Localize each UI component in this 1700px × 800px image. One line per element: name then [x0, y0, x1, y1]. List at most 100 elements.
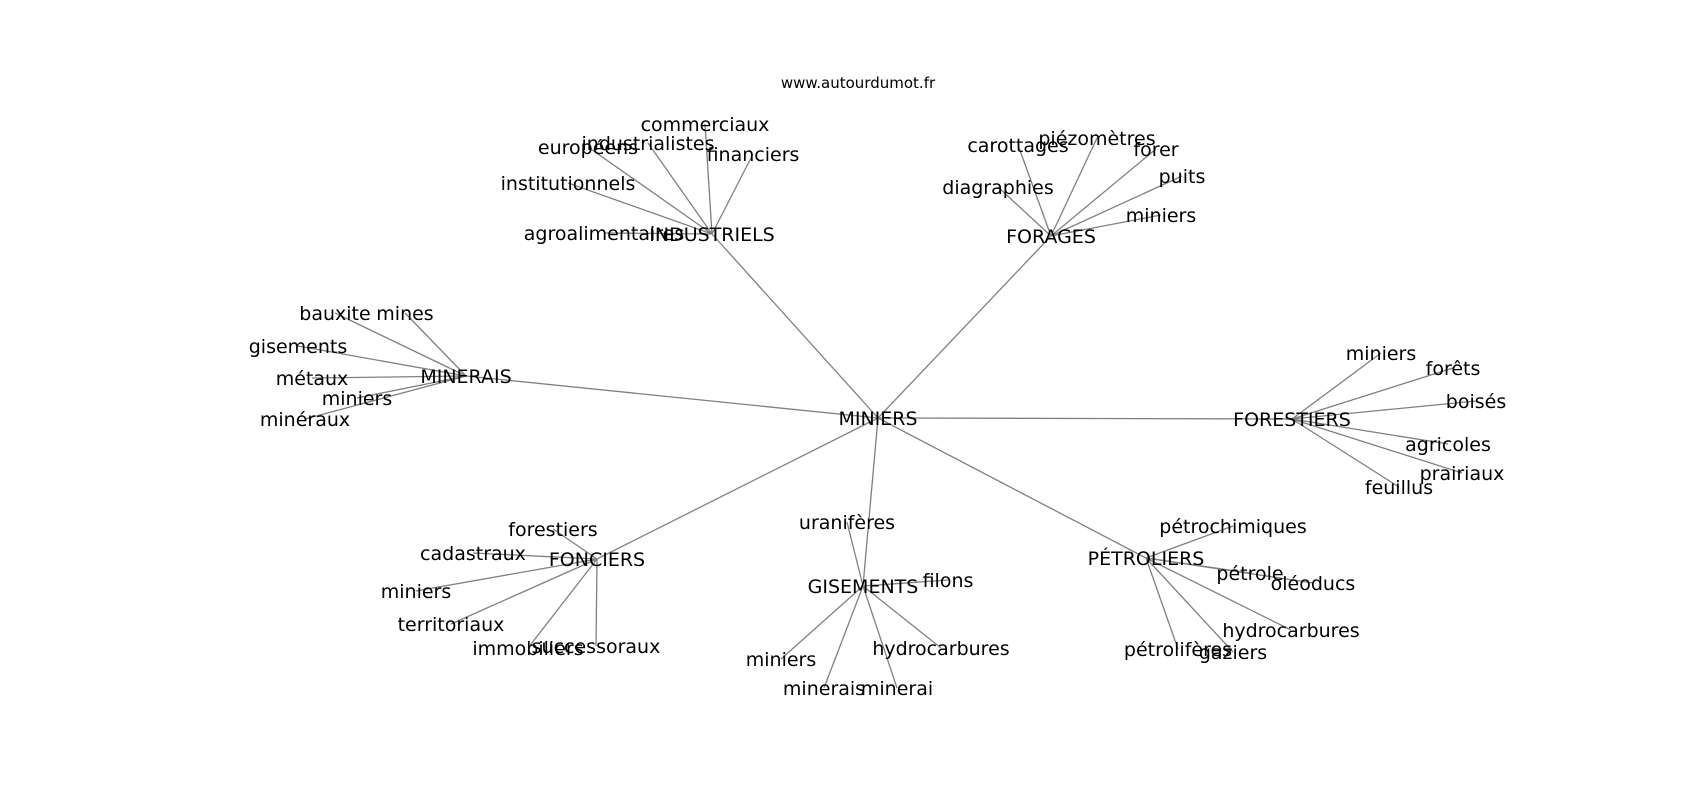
term-word: financiers [707, 144, 800, 166]
hub-word: MINERAIS [420, 366, 511, 388]
term-word: oléoducs [1271, 573, 1356, 595]
labels: www.autourdumot.fr MINIERS INDUSTRIELS co… [249, 74, 1506, 700]
hub-word: FONCIERS [549, 549, 645, 571]
edge-hub-term [862, 585, 942, 649]
term-word: puits [1159, 166, 1206, 188]
term-word: cadastraux [420, 543, 526, 565]
edge-hub-term [846, 521, 864, 587]
term-word: hydrocarbures [872, 638, 1009, 660]
edge-hub-term [1050, 148, 1157, 237]
term-word: miniers [1346, 343, 1417, 365]
edge-hub-term [567, 182, 713, 235]
edge-hub-term [1145, 557, 1234, 653]
term-word: métaux [276, 368, 349, 390]
term-word: pétrochimiques [1159, 516, 1306, 538]
edge-hub-term [527, 558, 598, 649]
term-word: hydrocarbures [1222, 620, 1359, 642]
edge-hub-term [1145, 525, 1234, 559]
edge-hub-term [472, 552, 598, 560]
edge-hub-term [862, 579, 949, 587]
edge-hub-term [587, 146, 713, 235]
term-word: pétrole [1216, 563, 1283, 585]
hub-word: FORAGES [1006, 226, 1096, 248]
term-word: commerciaux [641, 114, 770, 136]
edge-center-hub [711, 233, 879, 419]
edge-center-hub [877, 417, 1147, 559]
edge-hub-term [595, 558, 598, 647]
hub-word: INDUSTRIELS [649, 224, 774, 246]
edge-hub-term [1291, 400, 1477, 420]
edge-hub-term [862, 585, 898, 689]
term-word: minéraux [260, 409, 350, 431]
edge-hub-term [552, 528, 598, 560]
edge-hub-term [1017, 144, 1052, 237]
edge-hub-term [1050, 137, 1098, 237]
edge-hub-term [1291, 367, 1454, 420]
edge-hub-term [297, 345, 467, 377]
term-word: gaziers [1199, 642, 1267, 664]
edge-center-hub [465, 375, 879, 419]
edge-hub-term [1145, 557, 1179, 650]
term-word: industrialistes [582, 133, 715, 155]
term-word: territoriaux [398, 614, 505, 636]
edge-hub-term [704, 123, 713, 235]
edge-hub-term [1291, 418, 1463, 474]
term-word: uranifères [799, 512, 895, 534]
edge-hub-term [311, 375, 467, 379]
term-word: piézomètres [1038, 128, 1155, 150]
term-word: gisements [249, 336, 348, 358]
edges [297, 123, 1477, 689]
hub-word: PÉTROLIERS [1088, 547, 1205, 570]
edge-hub-term [1050, 175, 1183, 237]
term-word: minerai [861, 678, 933, 700]
term-word: immobiliers [472, 638, 583, 660]
edge-hub-term [404, 312, 467, 377]
term-word: minerais [783, 678, 865, 700]
edge-hub-term [356, 375, 467, 399]
edge-hub-term [415, 558, 598, 592]
term-word: successoraux [532, 636, 661, 658]
edge-hub-term [1050, 214, 1162, 237]
hub-word: GISEMENTS [808, 576, 919, 598]
edge-hub-term [1145, 557, 1314, 584]
center-word: MINIERS [838, 408, 917, 430]
edge-hub-term [780, 585, 864, 660]
edge-hub-term [603, 232, 713, 235]
term-word: carottages [967, 135, 1068, 157]
term-word: boisés [1446, 391, 1506, 413]
edge-hub-term [823, 585, 864, 689]
term-word: forestiers [508, 519, 597, 541]
edge-center-hub [877, 417, 1293, 420]
term-word: institutionnels [501, 173, 636, 195]
term-word: miniers [322, 388, 393, 410]
term-word: miniers [746, 649, 817, 671]
edge-hub-term [334, 312, 467, 377]
edge-hub-term [711, 153, 754, 235]
term-word: agroalimentaires [524, 223, 685, 245]
term-word: prairiaux [1420, 463, 1505, 485]
term-word: miniers [381, 581, 452, 603]
term-word: bauxite [299, 303, 370, 325]
edge-hub-term [1291, 418, 1400, 488]
term-word: diagraphies [942, 177, 1053, 199]
term-word: filons [923, 570, 974, 592]
term-word: forer [1133, 139, 1178, 161]
edge-hub-term [1291, 418, 1449, 445]
site-watermark: www.autourdumot.fr [781, 74, 936, 92]
edge-hub-term [1145, 557, 1292, 631]
term-word: européens [538, 137, 638, 159]
edge-hub-term [450, 558, 598, 625]
edge-center-hub [862, 417, 879, 587]
term-word: mines [376, 303, 433, 325]
hub-word: FORESTIERS [1233, 409, 1351, 431]
edge-hub-term [997, 186, 1052, 237]
term-word: agricoles [1405, 434, 1491, 456]
edge-center-hub [596, 417, 879, 560]
term-word: feuillus [1365, 477, 1433, 499]
term-word: pétrolifères [1124, 639, 1232, 661]
edge-hub-term [304, 375, 467, 420]
edge-hub-term [647, 142, 713, 235]
edge-hub-term [1291, 352, 1382, 420]
term-word: miniers [1126, 205, 1197, 227]
